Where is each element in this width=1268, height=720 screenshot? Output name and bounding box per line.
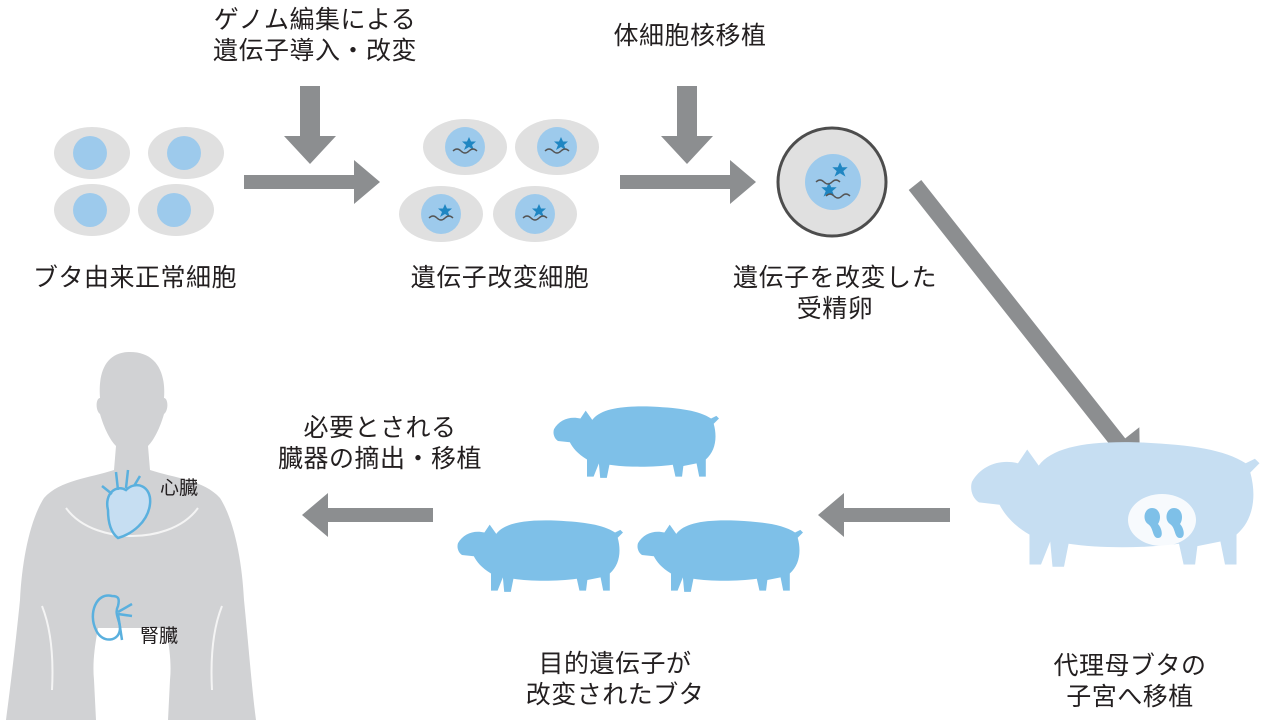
arrow-surrogate-to-pigs: [818, 493, 950, 537]
normal-cell: [148, 127, 224, 179]
cell-nucleus: [445, 127, 485, 167]
cell-nucleus: [157, 193, 191, 227]
arrow-diagonal-shape: [908, 180, 1141, 471]
label-fertilized-egg: 遺伝子を改変した 受精卵: [690, 262, 980, 324]
label-organ-transplant: 必要とされる 臓器の摘出・移植: [230, 412, 530, 474]
label-normal-cells: ブタ由来正常細胞: [32, 263, 237, 292]
pig-body: [457, 520, 623, 592]
cell-nucleus: [73, 136, 107, 170]
fertilized-egg: [776, 126, 888, 238]
dna-squiggle: [452, 148, 478, 154]
pig-body: [553, 406, 719, 478]
normal-cell: [138, 184, 214, 236]
pig-bottom-right: [637, 520, 803, 592]
dna-squiggle: [428, 215, 454, 221]
kidney-icon: [91, 594, 133, 641]
label-heart: 心臓: [160, 477, 199, 499]
normal-cell: [54, 127, 130, 179]
label-genome-editing-line1: ゲノム編集による: [213, 5, 417, 34]
label-surrogate: 代理母ブタの 子宮へ移植: [1010, 650, 1250, 712]
label-organ-transplant-line2: 臓器の摘出・移植: [277, 444, 482, 473]
pig-bottom-left: [457, 520, 623, 592]
dna-squiggle: [815, 179, 841, 185]
embryo-glow: [1128, 494, 1196, 546]
label-organ-transplant-line1: 必要とされる: [303, 413, 457, 442]
heart-icon: [101, 469, 152, 540]
embryo-left: [1144, 508, 1162, 538]
modified-cell: [515, 119, 599, 175]
label-surrogate-line2: 子宮へ移植: [1066, 682, 1194, 711]
label-modified-pigs-line2: 改変されたブタ: [525, 680, 705, 709]
dna-squiggle: [544, 148, 570, 154]
human-silhouette: [6, 352, 256, 720]
pig-body: [971, 442, 1260, 567]
dna-squiggle: [522, 215, 548, 221]
label-fertilized-egg-line2: 受精卵: [796, 294, 874, 323]
dna-squiggle: [825, 193, 851, 199]
embryo-icon: [1128, 494, 1196, 546]
cell-nucleus: [73, 193, 107, 227]
label-genome-editing-line2: 遺伝子導入・改変: [212, 36, 417, 65]
modified-cell: [399, 186, 483, 242]
cell-nucleus: [167, 136, 201, 170]
label-surrogate-line1: 代理母ブタの: [1053, 651, 1207, 680]
surrogate-pig: [971, 442, 1260, 567]
label-modified-pigs: 目的遺伝子が 改変されたブタ: [480, 648, 750, 710]
modified-cell: [493, 186, 577, 242]
cell-nucleus: [515, 194, 555, 234]
cell-nucleus: [421, 194, 461, 234]
pig-top: [553, 406, 719, 478]
label-nuclear-transfer: 体細胞核移植: [613, 21, 767, 50]
label-fertilized-egg-line1: 遺伝子を改変した: [732, 263, 937, 292]
arrow-egg-to-surrogate: [908, 180, 1141, 471]
cell-nucleus: [537, 127, 577, 167]
kidney-ureter: [116, 602, 133, 641]
normal-cell: [54, 184, 130, 236]
arrow-nuclear-transfer-down: [661, 86, 713, 164]
pig-body: [637, 520, 803, 592]
human-arm-line: [41, 605, 223, 691]
arrow-pigs-to-human: [302, 493, 433, 537]
arrow-genome-editing-down: [284, 86, 336, 164]
embryo-right: [1166, 508, 1184, 538]
arrow-modified-to-egg: [620, 160, 756, 204]
label-kidney: 腎臓: [140, 625, 179, 647]
label-modified-cells: 遺伝子改変細胞: [410, 263, 590, 292]
label-genome-editing: ゲノム編集による 遺伝子導入・改変: [165, 4, 465, 66]
label-modified-pigs-line1: 目的遺伝子が: [538, 649, 692, 678]
modified-cell: [423, 119, 507, 175]
heart-vessels: [101, 469, 142, 495]
arrow-cells-to-modified: [244, 160, 380, 204]
